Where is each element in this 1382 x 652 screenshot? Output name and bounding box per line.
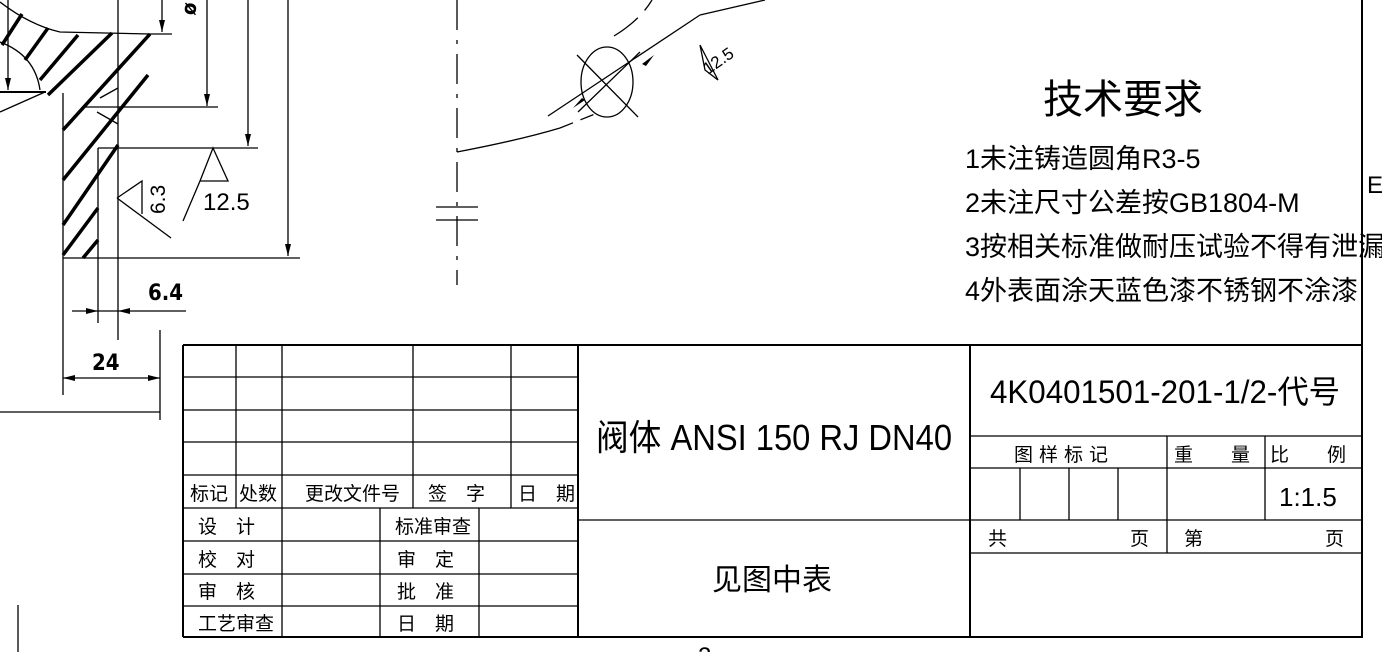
center-line-detail: 12.5 [436,0,766,285]
label-pattern-mark: 图样标记 [1014,444,1114,466]
requirement-2: 2未注尺寸公差按GB1804-M [965,188,1300,218]
label-sheet: 第 [1184,528,1203,550]
part-name: 阀体 ANSI 150 RJ DN40 [596,417,952,458]
header-count: 处数 [239,483,277,505]
title-block: 标记 处数 更改文件号 签 字 日 期 设 计 校 对 审 核 工艺审查 标准审… [182,344,1362,637]
material: 见图中表 [712,564,832,597]
section-view: ø 6.4 6.3 12.5 [0,0,300,340]
requirement-1: 1未注铸造圆角R3-5 [965,144,1201,174]
roughness-6-3: 6.3 [147,185,170,214]
diameter-symbol: ø [176,0,202,16]
requirement-4: 4外表面涂天蓝色漆不锈钢不涂漆 [965,276,1358,306]
frame-border [183,0,1363,638]
roughness-12-5-flange: 12.5 [699,44,737,79]
requirements-title: 技术要求 [1043,78,1203,122]
label-total-page: 页 [1130,528,1149,550]
label-check: 校 对 [198,549,255,571]
header-change-doc: 更改文件号 [305,483,400,505]
label-verify: 审 定 [397,549,454,571]
zone-label: E [1367,172,1382,199]
label-total: 共 [988,528,1007,550]
header-mark: 标记 [190,483,228,505]
scale-value: 1:1.5 [1279,482,1337,512]
header-date: 日 期 [518,483,575,505]
dimension-6-4: 6.4 [148,281,183,306]
dimension-24-group: 24 [0,330,161,652]
roughness-12-5-section: 12.5 [203,189,250,216]
label-review: 审 核 [198,581,255,603]
label-design: 设 计 [198,516,255,538]
requirement-3: 3按相关标准做耐压试验不得有泄漏 [965,232,1382,262]
label-scale: 比 例 [1270,444,1346,466]
drawing-number: 4K0401501-201-1/2-代号 [990,374,1340,410]
label-weight: 重 量 [1174,444,1250,466]
dimension-24: 24 [92,351,120,376]
label-sheet-page: 页 [1325,528,1344,550]
technical-requirements: 技术要求 1未注铸造圆角R3-5 2未注尺寸公差按GB1804-M 3按相关标准… [965,78,1382,306]
label-date: 日 期 [397,613,454,635]
label-approve: 批 准 [397,581,454,603]
label-standard-review: 标准审查 [395,516,471,538]
zone-mark: 2 [698,643,711,652]
hatching [0,13,152,260]
header-signature: 签 字 [428,483,485,505]
label-process-review: 工艺审查 [198,613,274,635]
